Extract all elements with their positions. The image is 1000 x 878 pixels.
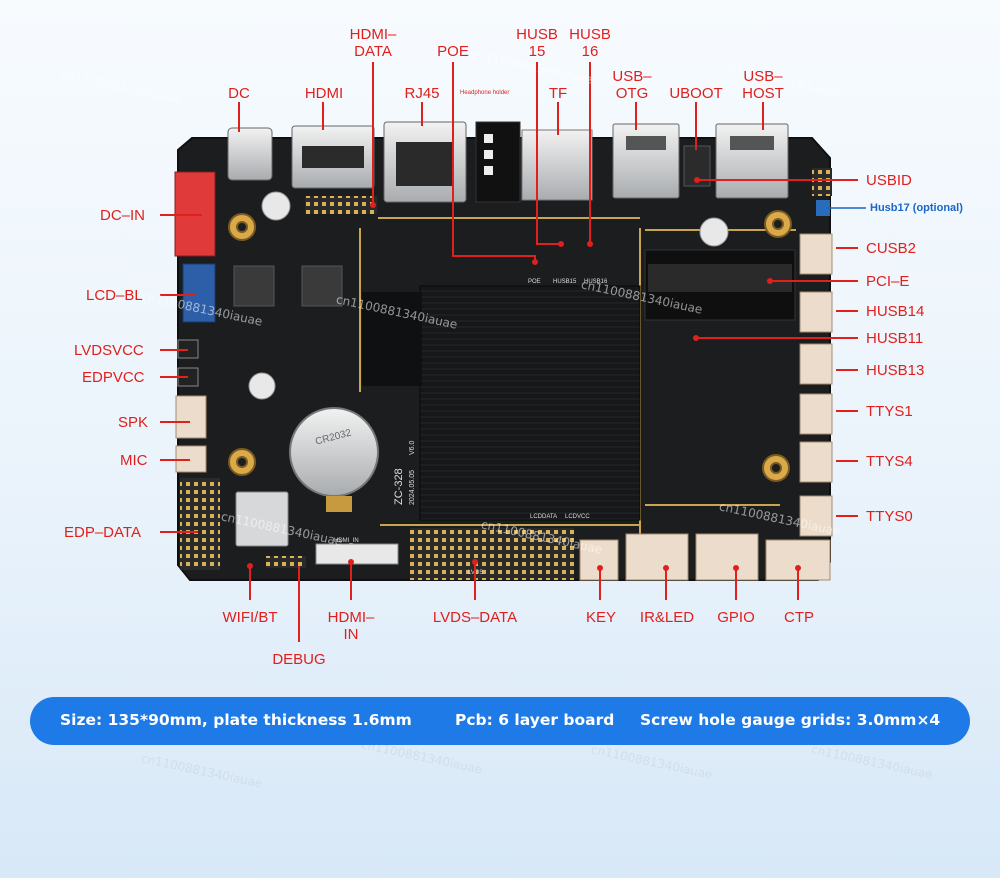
wifi-bt-module [235,491,289,547]
spec-size: Size: 135*90mm, plate thickness 1.6mm [60,711,412,729]
label-dc: DC [228,85,250,102]
capacitor-2 [248,372,276,400]
edp-data-header [180,478,220,570]
label-ir-led: IR&LED [639,609,695,626]
label-cusb2: CUSB2 [866,240,917,257]
rtc-battery [289,407,379,497]
mounting-holes [228,210,792,482]
label-husb13: HUSB13 [866,362,925,379]
label-mic: MIC [120,452,148,469]
tf-slot [521,129,593,201]
heatsink [419,285,641,521]
usbid-pins [812,168,832,196]
inductor-1 [233,265,275,307]
spk-connector [175,395,207,439]
label-spk: SPK [118,414,149,431]
label-poe: POE [437,43,469,60]
label-hdmi-in: HDMI– IN [327,609,375,643]
label-gpio: GPIO [717,609,755,626]
label-edpvcc: EDPVCC [82,369,145,386]
label-debug: DEBUG [272,651,326,668]
silk-lcdvcc: LCDVCC [565,514,590,520]
capacitor-3 [699,217,729,247]
label-husb15: HUSB 15 [516,26,558,60]
label-lcd-bl: LCD–BL [86,287,143,304]
label-uboot: UBOOT [669,85,723,102]
label-hdmi-data: HDMI– DATA [349,26,397,60]
spec-pcb: Pcb: 6 layer board [455,711,615,729]
label-key: KEY [585,609,616,626]
label-headphone-holder: Headphone holder [460,90,510,96]
silk-model: ZC-328 [393,468,405,505]
silk-date: 2024.05.05 [409,470,416,505]
dc-jack [227,127,273,181]
label-husb17: Husb17 (optional) [870,202,963,214]
hdmi-in-connector [315,543,399,565]
lvds-data-header [410,528,574,580]
label-edp-data: EDP–DATA [64,524,141,541]
hdmi-data-header [305,196,377,214]
label-ctp: CTP [784,609,814,626]
label-dc-in: DC–IN [100,207,146,224]
capacitor-1 [261,191,291,221]
debug-header [266,556,306,568]
bottom-side-connectors [579,533,831,581]
label-husb11: HUSB11 [866,330,924,347]
silk-husb15: HUSB15 [553,279,577,285]
label-husb16: HUSB 16 [569,26,611,60]
spec-screw: Screw hole gauge grids: 3.0mm×4 [640,711,941,729]
label-ttys0: TTYS0 [866,508,913,525]
label-ttys1: TTYS1 [866,403,913,420]
label-usb-otg: USB– OTG [612,68,652,102]
spec-banner: Size: 135*90mm, plate thickness 1.6mm Pc… [30,697,970,745]
usb-host-port [715,123,789,199]
label-wifi-bt: WIFI/BT [222,609,278,626]
label-ttys4: TTYS4 [866,453,913,470]
label-pci-e: PCI–E [866,273,910,290]
silk-husb16: HUSB16 [584,279,608,285]
soc-chip [362,292,422,386]
silk-version: V6.0 [409,440,416,455]
label-usb-host: USB– HOST [742,68,784,102]
usb-otg-port [612,123,680,199]
leader-lines [160,62,858,642]
silk-poe: POE [528,279,541,285]
label-usbid: USBID [866,172,912,189]
label-tf: TF [548,85,568,102]
leader-dots [247,177,801,571]
label-rj45: RJ45 [404,85,440,102]
label-husb14: HUSB14 [866,303,925,320]
right-side-connectors [799,233,833,537]
inductor-2 [301,265,343,307]
lcd-bl-connector [182,263,216,323]
silk-hdmi-in: HDMI_IN [334,538,359,544]
husb17-pad [816,200,830,216]
label-lvdsvcc: LVDSVCC [74,342,144,359]
headphone-jack [475,121,521,203]
label-lvds-data: LVDS–DATA [432,609,518,626]
silk-lcddata: LCDDATA [530,514,557,520]
label-hdmi: HDMI [304,85,344,102]
